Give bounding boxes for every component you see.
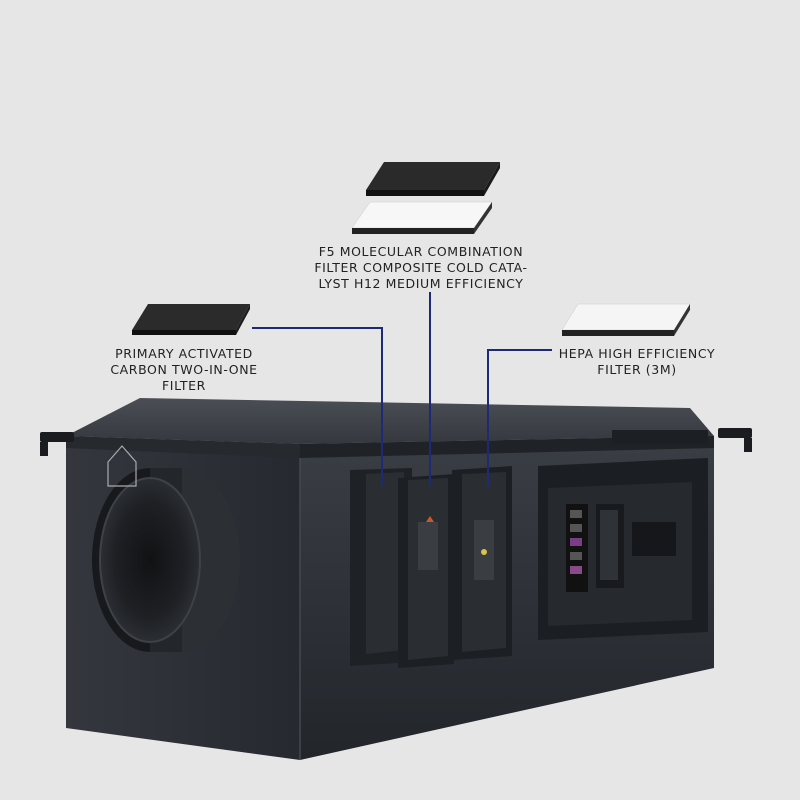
control-panel <box>538 458 708 640</box>
callout-primary-line-1: PRIMARY ACTIVATED <box>115 346 253 361</box>
mounting-bracket-top-rear <box>612 430 708 444</box>
callout-f5-line-3: LYST H12 MEDIUM EFFICIENCY <box>318 276 524 291</box>
house-badge-icon <box>107 445 137 487</box>
callout-primary-carbon-filter: PRIMARY ACTIVATED CARBON TWO-IN-ONE FILT… <box>84 346 284 394</box>
filter-drawers <box>350 466 512 668</box>
callout-hepa-line-2: FILTER (3M) <box>597 362 677 377</box>
callout-primary-line-3: FILTER <box>162 378 206 393</box>
callout-primary-line-2: CARBON TWO-IN-ONE <box>110 362 258 377</box>
duct-collar <box>92 468 240 652</box>
leader-lines <box>252 292 552 488</box>
callout-f5-line-2: FILTER COMPOSITE COLD CATA- <box>314 260 528 275</box>
filter-sheet-white <box>351 201 493 234</box>
leader-line-hepa <box>487 349 552 488</box>
callout-hepa-line-1: HEPA HIGH EFFICIENCY <box>558 346 716 361</box>
leader-line-primary <box>252 327 383 486</box>
filter-sheet-carbon <box>132 304 250 335</box>
callout-f5-molecular-filter: F5 MOLECULAR COMBINATION FILTER COMPOSIT… <box>296 244 546 292</box>
filter-sheet-black-top <box>366 162 500 196</box>
mounting-bracket-right <box>718 428 752 452</box>
filter-sheet-hepa <box>561 303 691 336</box>
callout-f5-line-1: F5 MOLECULAR COMBINATION <box>318 244 524 259</box>
callout-hepa-filter: HEPA HIGH EFFICIENCY FILTER (3M) <box>548 346 726 378</box>
mounting-bracket-left <box>40 432 74 456</box>
